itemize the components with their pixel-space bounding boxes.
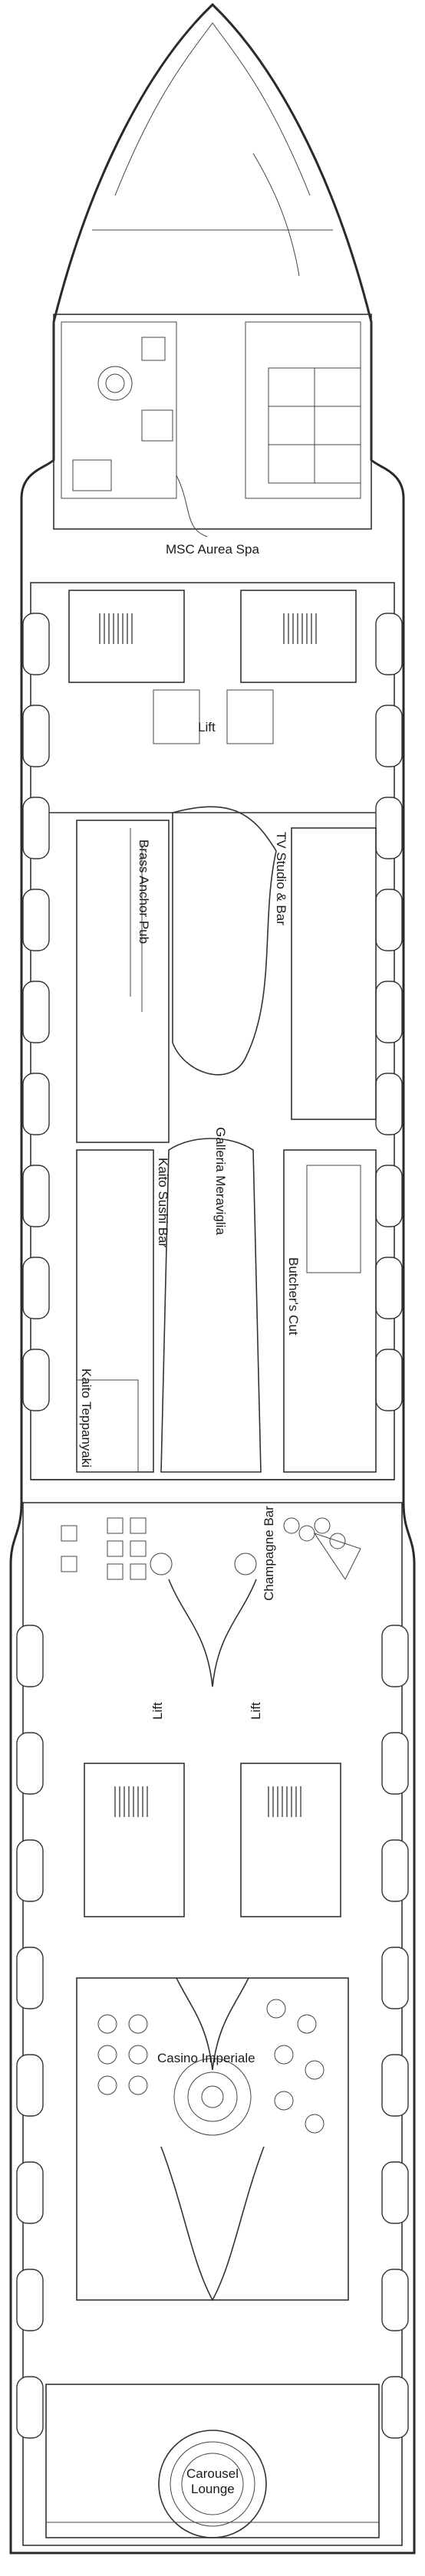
label-spa: MSC Aurea Spa [166, 542, 259, 557]
label-butchers-cut: Butcher's Cut [286, 1257, 301, 1336]
label-carousel-lounge-line2: Lounge [191, 2482, 235, 2496]
mid-forward-rooms [76, 806, 377, 1143]
label-carousel-lounge-line1: Carousel [186, 2466, 239, 2481]
bow-deck [92, 22, 333, 277]
label-kaito-teppanyaki: Kaito Teppanyaki [79, 1368, 94, 1468]
champagne-bar-zone [61, 1517, 361, 1687]
label-brass-anchor: Brass Anchor Pub [137, 840, 151, 945]
label-lift-mid-left: Lift [150, 1702, 165, 1720]
ship-hull [9, 2, 416, 2555]
label-galleria: Galleria Meraviglia [213, 1127, 228, 1235]
lifeboats-starboard [375, 613, 409, 2439]
spa-area [53, 314, 372, 537]
label-tv-studio: TV Studio & Bar [274, 832, 288, 925]
label-champagne-bar: Champagne Bar [262, 1506, 276, 1601]
forward-stairs [68, 590, 357, 744]
label-lift-mid-right: Lift [249, 1702, 263, 1720]
label-casino: Casino Imperiale [157, 2051, 255, 2065]
lifeboats-port [16, 613, 50, 2439]
casino-zone [76, 1977, 349, 2302]
label-kaito-sushi: Kaito Sushi Bar [156, 1158, 170, 1248]
galleria-zone [76, 1138, 377, 1473]
label-lift-forward: Lift [198, 720, 216, 734]
carousel-lounge-zone [45, 2384, 380, 2538]
mid-stairs [84, 1763, 341, 1917]
